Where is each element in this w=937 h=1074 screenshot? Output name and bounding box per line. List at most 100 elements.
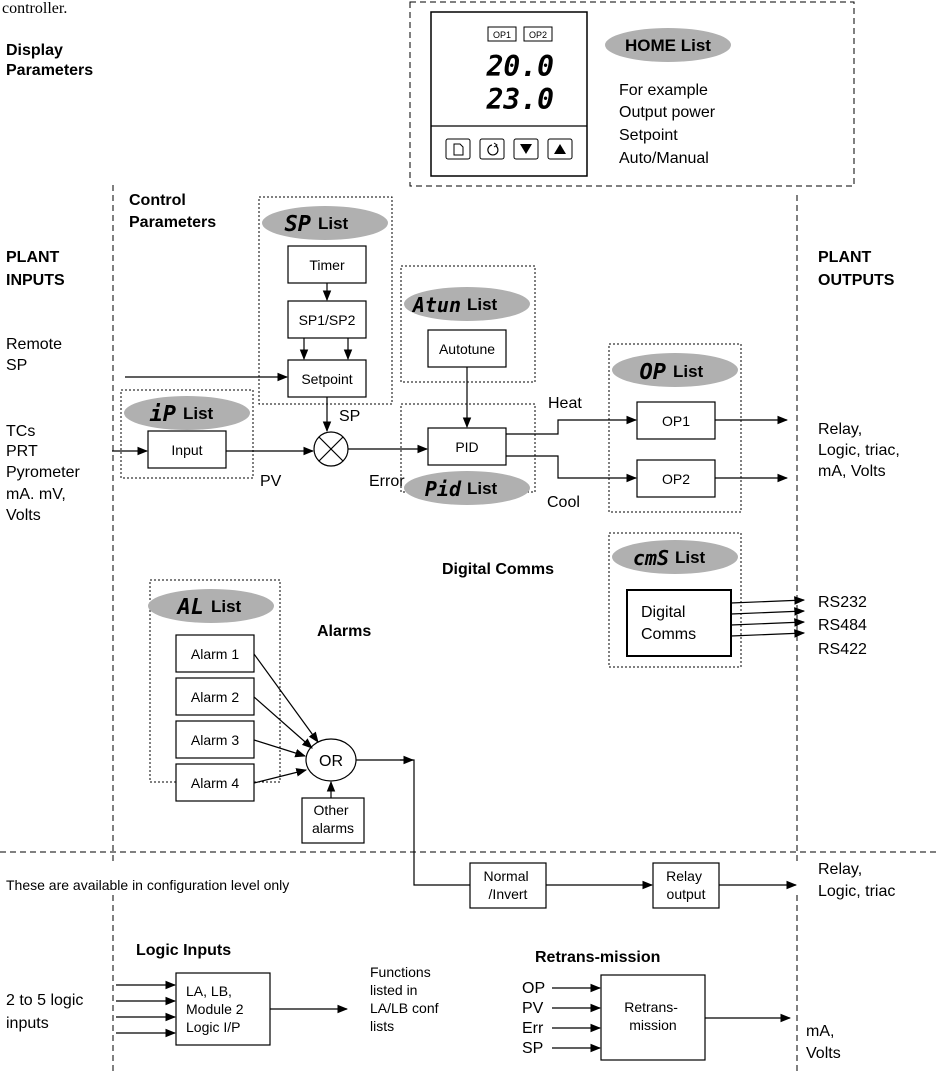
cms-list-pill	[612, 540, 738, 574]
svg-text:mA, Volts: mA, Volts	[818, 463, 886, 480]
op-list-label: List	[673, 362, 704, 381]
svg-text:LA/LB conf: LA/LB conf	[370, 1000, 439, 1016]
rs422-label: RS422	[818, 641, 867, 658]
op-list-area	[608, 343, 742, 513]
pid-list-label: List	[467, 479, 498, 498]
retrans-inputs: OP PV Err SP	[522, 980, 545, 1057]
other-alarms-box	[301, 797, 365, 844]
remote-sp-label: Remote SP	[6, 336, 66, 374]
svg-text:lists: lists	[370, 1018, 394, 1034]
ip-list-pill	[124, 396, 250, 430]
digital-comms-heading: Digital Comms	[442, 561, 554, 578]
or-gate-label: OR	[319, 753, 343, 770]
svg-text:inputs: inputs	[6, 1015, 49, 1032]
cms-list-code: cmS	[633, 546, 669, 570]
cool-path	[506, 455, 638, 483]
control-parameters-heading: Control Parameters	[129, 192, 216, 231]
sp1-sp2-label: SP1/SP2	[299, 312, 356, 328]
timer-label: Timer	[309, 257, 345, 273]
home-example-text: For example Output power Setpoint Auto/M…	[619, 82, 716, 167]
svg-text:Relay,: Relay,	[818, 861, 862, 878]
sp-list-code: SP	[285, 212, 312, 237]
atun-list-label: List	[467, 295, 498, 314]
ip-list-area	[120, 389, 254, 479]
op-list-pill	[612, 353, 738, 387]
relay-output-label: Relay output	[666, 868, 706, 902]
setpoint-box	[287, 359, 367, 398]
home-list-area	[409, 1, 855, 187]
top-fragment-text: controller.	[2, 0, 67, 17]
atun-list-pill	[404, 287, 530, 321]
op1-indicator: OP1	[493, 30, 511, 40]
input-label: Input	[171, 442, 202, 458]
svg-text:Logic, triac,: Logic, triac,	[818, 442, 900, 459]
controller-front-panel: OP1 OP2 20.0 23.0	[430, 11, 588, 177]
home-list-title: HOME List	[625, 36, 711, 55]
alarm-4-box	[175, 763, 255, 802]
al-list-pill	[148, 589, 274, 623]
retransmission-label: Retrans- mission	[624, 999, 682, 1033]
alarm-3-label: Alarm 3	[191, 732, 239, 748]
svg-text:Volts: Volts	[6, 507, 41, 524]
display-value-1: 20.0	[486, 50, 554, 83]
relay-outputs-list: Relay, Logic, triac	[818, 861, 895, 900]
scroll-button[interactable]	[479, 138, 505, 160]
svg-text:Setpoint: Setpoint	[619, 127, 678, 144]
sp-list-pill	[262, 206, 388, 240]
logic-inputs-heading: Logic Inputs	[136, 942, 231, 959]
setpoint-label: Setpoint	[301, 371, 352, 387]
svg-text:Pyrometer: Pyrometer	[6, 464, 80, 481]
cms-list-area	[608, 532, 742, 668]
op2-indicator: OP2	[529, 30, 547, 40]
retrans-output-label: mA, Volts	[806, 1023, 841, 1062]
up-button[interactable]	[547, 138, 573, 160]
pid-label: PID	[455, 439, 478, 455]
page-button[interactable]	[445, 138, 471, 160]
svg-text:TCs: TCs	[6, 423, 35, 440]
relay-output-box	[652, 862, 720, 909]
atun-list-area	[400, 265, 536, 383]
ip-list-code: iP	[150, 402, 177, 427]
display-value-2: 23.0	[486, 83, 554, 116]
alarm-4-label: Alarm 4	[191, 775, 239, 791]
rs484-label: RS484	[818, 617, 867, 634]
sp-signal-label: SP	[339, 408, 360, 425]
pid-list-pill	[404, 471, 530, 505]
or-output-path	[400, 759, 470, 886]
cms-list-label: List	[675, 548, 706, 567]
down-button[interactable]	[513, 138, 539, 160]
svg-text:Auto/Manual: Auto/Manual	[619, 150, 709, 167]
input-box	[147, 430, 227, 469]
digital-comms-box	[626, 589, 732, 657]
pid-list-code: Pid	[425, 477, 462, 501]
svg-text:Output power: Output power	[619, 104, 716, 121]
autotune-label: Autotune	[439, 341, 495, 357]
alarm-1-label: Alarm 1	[191, 646, 239, 662]
alarms-heading: Alarms	[317, 623, 371, 640]
configuration-note: These are available in configuration lev…	[6, 877, 289, 893]
plant-outputs-heading: PLANT OUTPUTS	[818, 249, 895, 289]
rs232-label: RS232	[818, 594, 867, 611]
ip-list-label: List	[183, 404, 214, 423]
normal-invert-label: Normal /Invert	[483, 868, 532, 902]
sp1-sp2-box	[287, 300, 367, 339]
heat-label: Heat	[548, 395, 582, 412]
plant-inputs-heading: PLANT INPUTS	[6, 249, 65, 289]
alarm-3-box	[175, 720, 255, 759]
home-list-pill	[605, 28, 731, 62]
other-alarms-label: Other alarms	[312, 802, 354, 836]
svg-text:OP: OP	[522, 980, 545, 997]
svg-text:SP: SP	[522, 1040, 543, 1057]
logic-count-label: 2 to 5 logic inputs	[6, 992, 83, 1032]
alarm-1-box	[175, 634, 255, 673]
al-list-label: List	[211, 597, 242, 616]
op-list-code: OP	[640, 360, 667, 385]
svg-text:Volts: Volts	[806, 1045, 841, 1062]
svg-text:PV: PV	[522, 1000, 544, 1017]
svg-text:PRT: PRT	[6, 443, 38, 460]
plant-outputs-list: Relay, Logic, triac, mA, Volts	[818, 421, 900, 480]
svg-text:Err: Err	[522, 1020, 544, 1037]
pid-box	[427, 427, 507, 466]
op1-label: OP1	[662, 413, 690, 429]
